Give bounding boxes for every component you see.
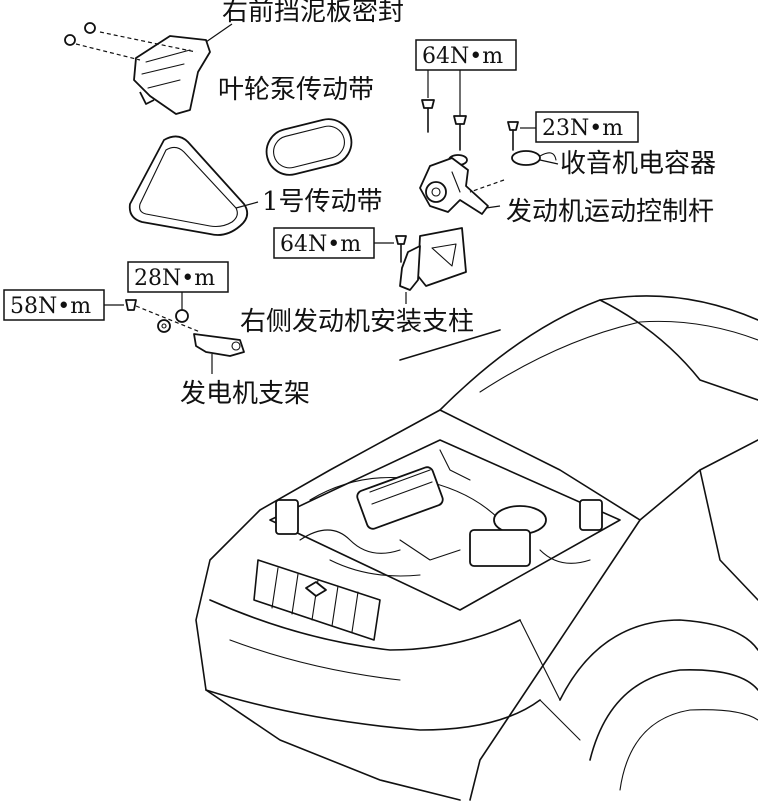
mount-bolts xyxy=(421,99,468,166)
radio-capacitor-part xyxy=(469,121,559,193)
torque-64-mid-text: 64N•m xyxy=(280,232,361,257)
alternator-bracket-part xyxy=(125,299,245,374)
label-alternator-bracket: 发电机支架 xyxy=(180,379,310,409)
torque-58-box: 58N•m xyxy=(3,289,124,321)
label-fender-seal: 右前挡泥板密封 xyxy=(222,0,404,27)
car-wheel xyxy=(559,619,758,791)
label-engine-control-rod: 发动机运动控制杆 xyxy=(506,197,714,227)
right-mount-bracket-part xyxy=(395,227,467,304)
torque-64-mid-box: 64N•m xyxy=(273,227,394,259)
torque-64-top-box: 64N•m xyxy=(415,39,517,116)
torque-58-text: 58N•m xyxy=(10,294,91,319)
label-radio-capacitor: 收音机电容器 xyxy=(560,149,716,179)
fender-seal-part xyxy=(64,22,233,115)
car-grille xyxy=(253,559,381,641)
label-belt-no1: 1号传动带 xyxy=(262,187,383,217)
car-illustration xyxy=(195,295,758,801)
torque-64-top-text: 64N•m xyxy=(422,44,503,69)
pump-belt-part xyxy=(265,118,353,176)
label-right-mount-bracket: 右侧发动机安装支柱 xyxy=(240,307,474,337)
torque-23-box: 23N•m xyxy=(520,111,639,143)
torque-28-box: 28N•m xyxy=(127,261,229,310)
engine-control-rod-part xyxy=(419,157,501,215)
engine-bay xyxy=(269,439,621,611)
torque-23-text: 23N•m xyxy=(542,116,623,141)
label-pump-belt: 叶轮泵传动带 xyxy=(218,75,374,105)
torque-28-text: 28N•m xyxy=(134,266,215,291)
belt-no1-part xyxy=(128,135,259,236)
